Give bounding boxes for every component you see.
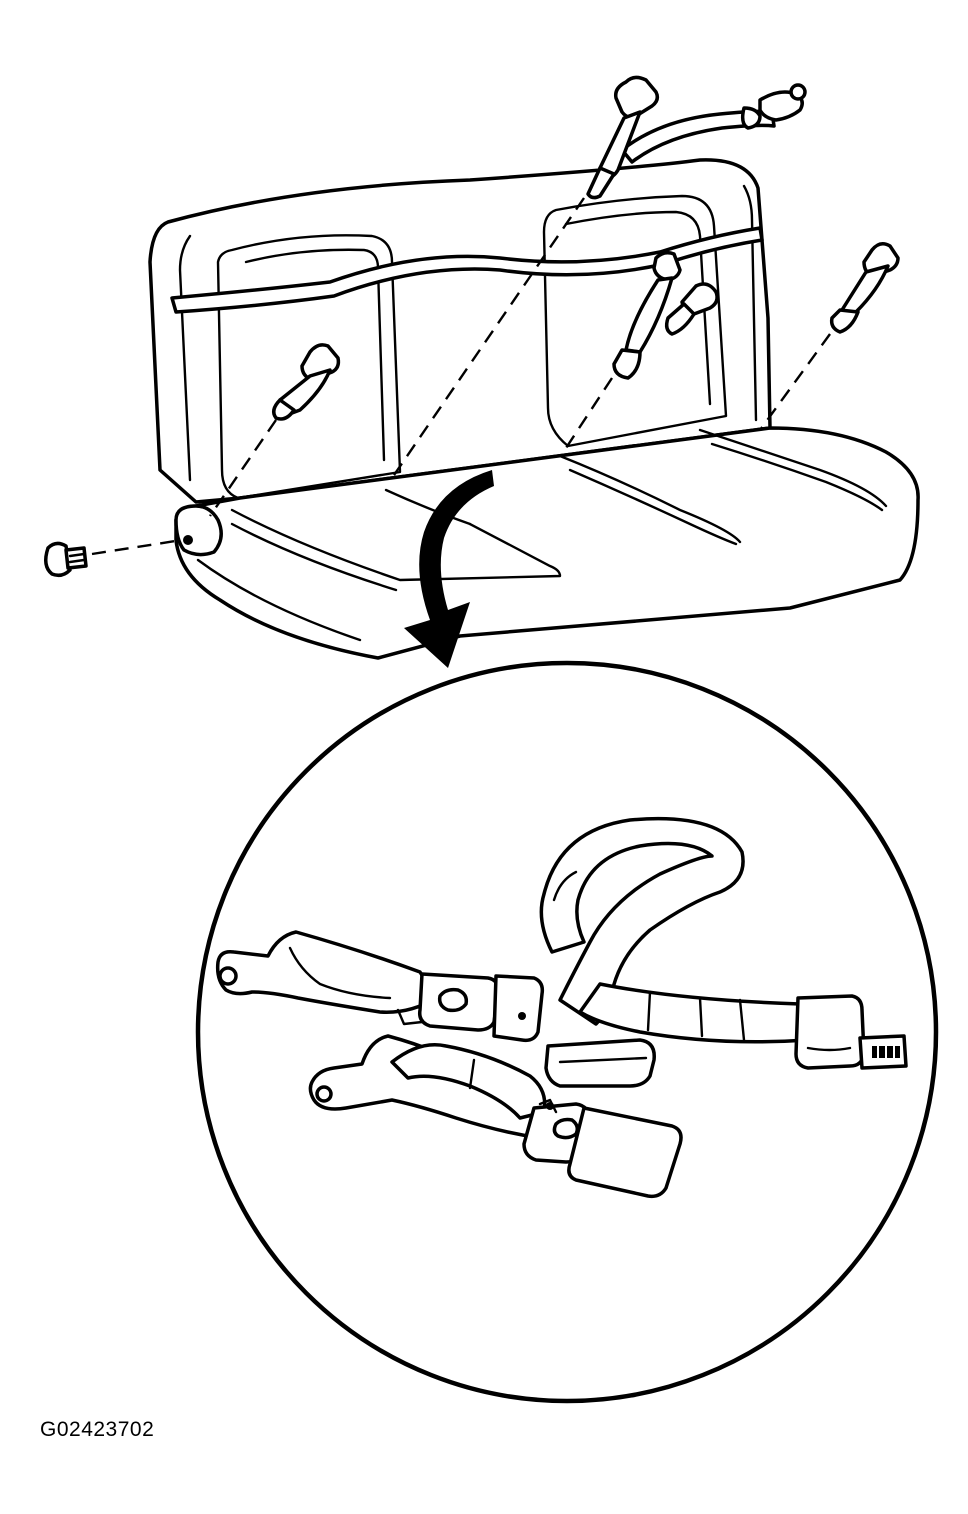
seat-back <box>148 158 772 504</box>
seat-cushion <box>174 426 920 660</box>
seat-side-bracket <box>174 504 223 557</box>
detail-belt-assembly <box>215 816 908 1199</box>
figure-code: G02423702 <box>40 1418 155 1441</box>
buckle-right-pair <box>612 250 719 380</box>
latch-plate-top <box>586 75 660 200</box>
buckle-far-right <box>829 242 900 334</box>
anchor-bolt <box>44 541 88 578</box>
buckle-left <box>272 343 341 421</box>
bench-seat <box>148 109 920 660</box>
detail-arrow <box>404 470 494 668</box>
detail-circle <box>195 660 939 1404</box>
retractor-clip <box>740 83 807 130</box>
upper-belt-strap <box>170 226 764 314</box>
leader-lines <box>91 197 831 556</box>
seat-back-panel-left <box>216 234 402 500</box>
seat-back-panel-right <box>542 194 728 448</box>
